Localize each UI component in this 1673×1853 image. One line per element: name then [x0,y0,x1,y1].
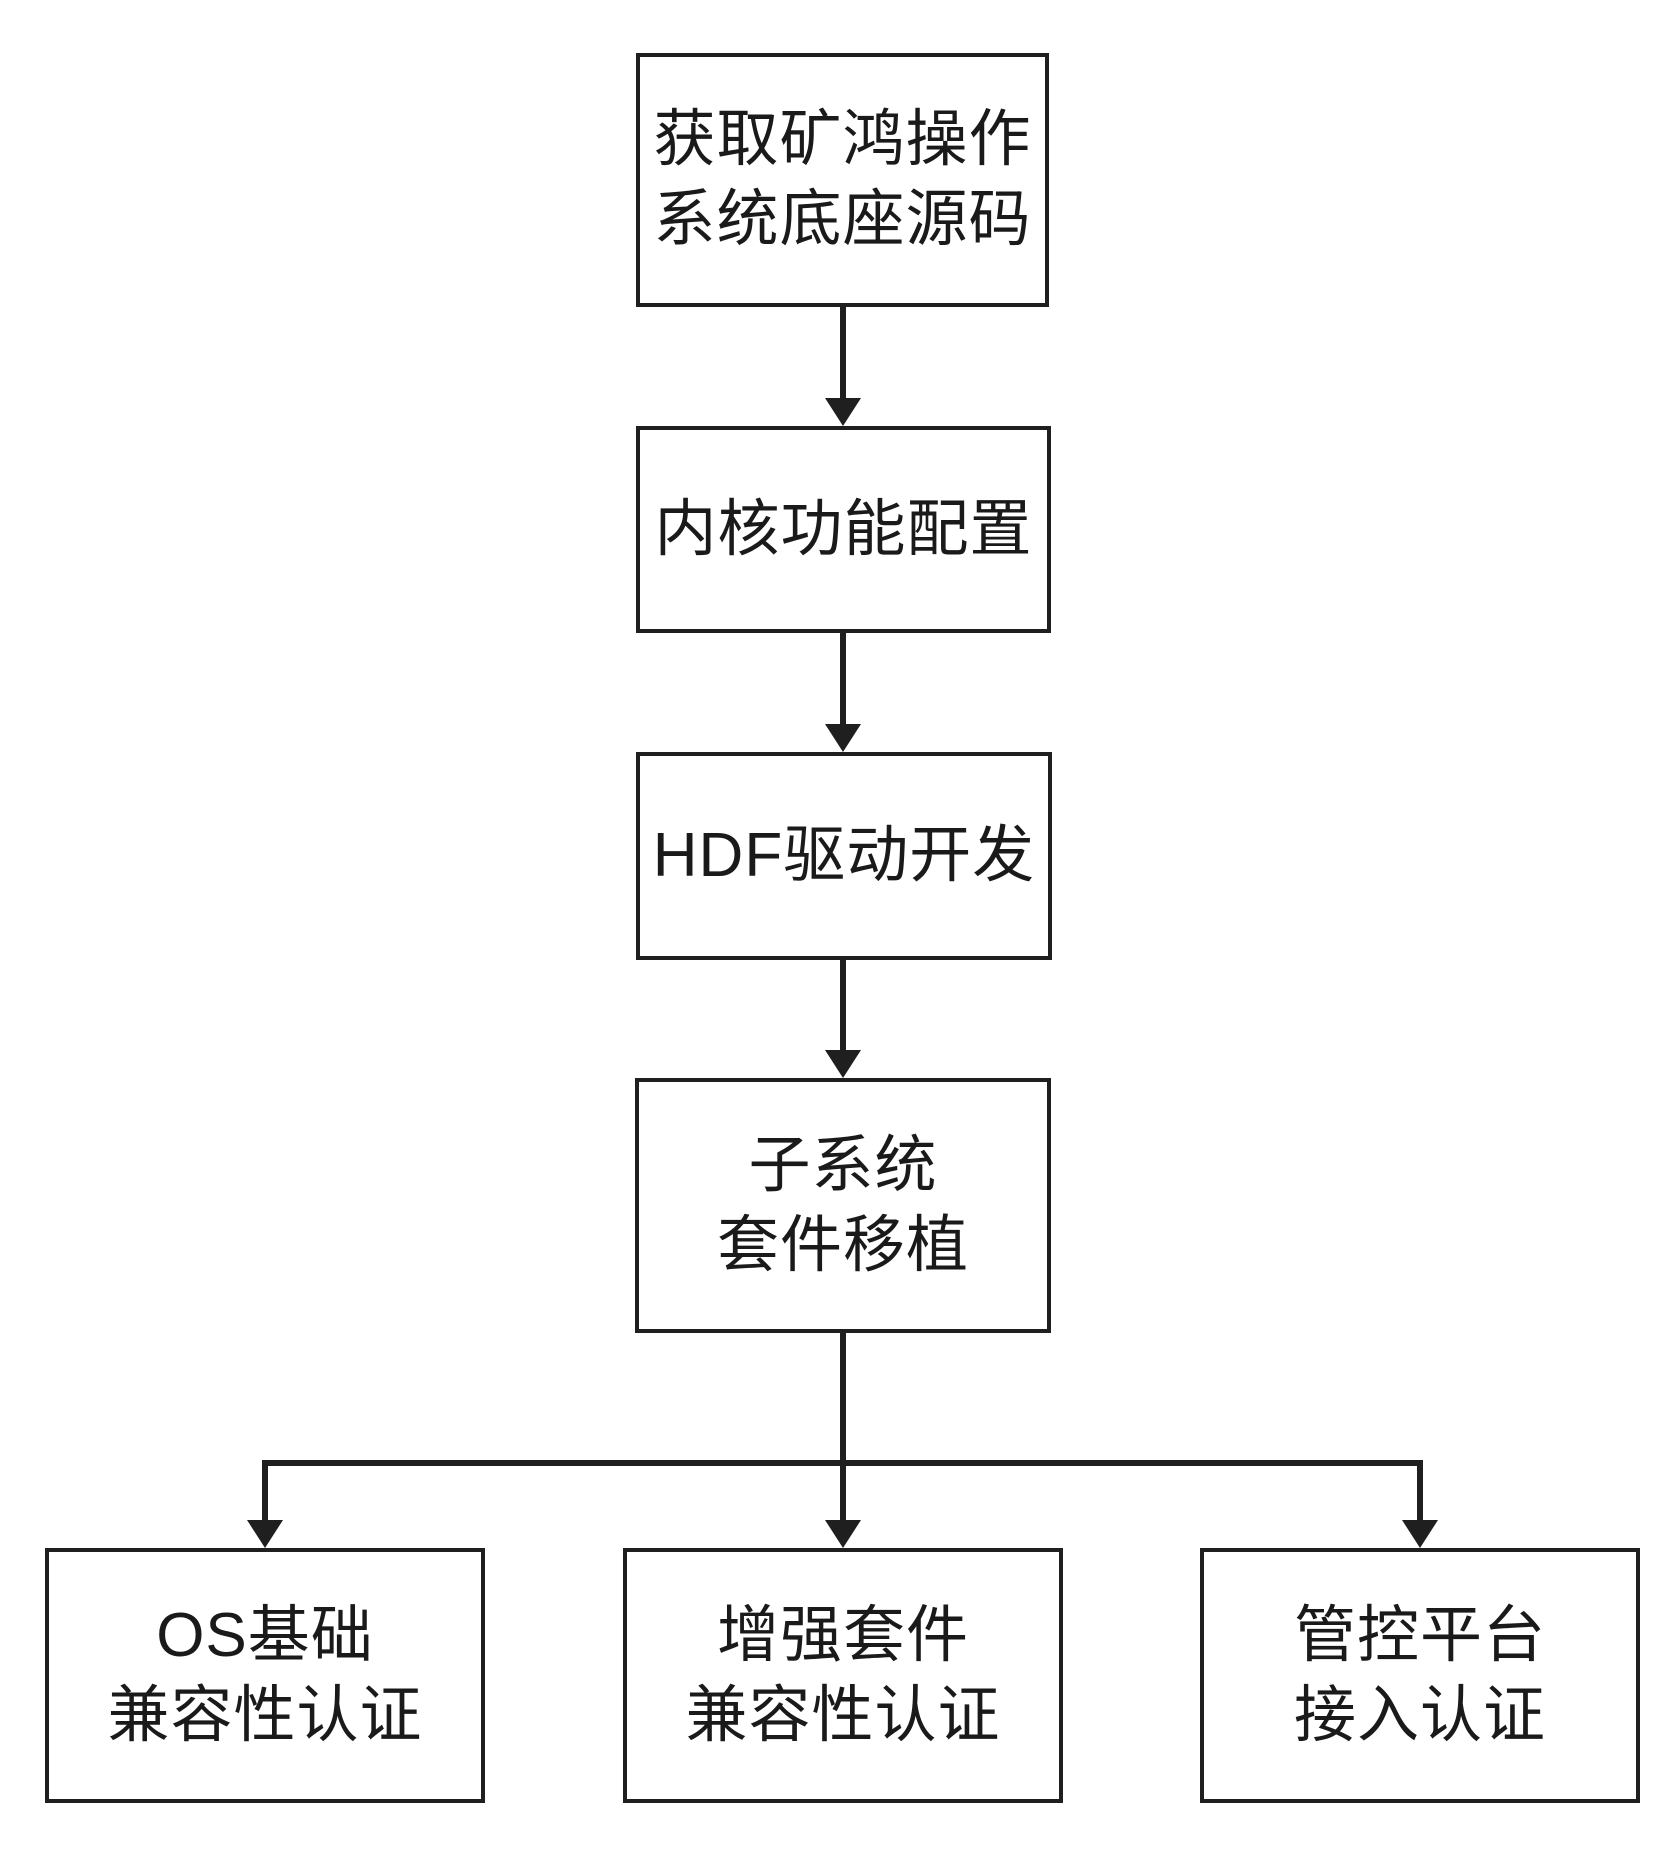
arrow-subsystem-to-suitecert-line [840,1333,846,1522]
arrow-branch-to-platform-line [1417,1460,1423,1522]
arrow-hdf-to-subsystem-line [840,960,846,1052]
node-hdf-driver-dev-label: HDF驱动开发 [652,821,1036,890]
branch-rail-line [262,1460,1423,1466]
node-enhanced-suite-cert-label: 增强套件 兼容性认证 [685,1600,1001,1750]
node-os-basic-cert: OS基础 兼容性认证 [45,1548,485,1803]
node-kernel-config-label: 内核功能配置 [654,494,1033,564]
node-acquire-source: 获取矿鸿操作 系统底座源码 [636,53,1049,307]
node-subsystem-port-label: 子系统 套件移植 [716,1130,969,1280]
arrowhead-down-icon [825,1520,861,1548]
arrowhead-down-icon [1402,1520,1438,1548]
node-hdf-driver-dev: HDF驱动开发 [636,752,1052,960]
node-os-basic-cert-label: OS基础 兼容性认证 [107,1600,423,1750]
node-acquire-source-label: 获取矿鸿操作 系统底座源码 [653,105,1032,254]
node-mgmt-platform-cert: 管控平台 接入认证 [1200,1548,1640,1803]
arrow-acquire-to-kernel-line [840,307,846,400]
arrowhead-down-icon [825,398,861,426]
arrow-kernel-to-hdf-line [840,633,846,726]
arrow-branch-to-oscert-line [262,1460,268,1522]
node-mgmt-platform-cert-label: 管控平台 接入认证 [1293,1600,1546,1750]
node-enhanced-suite-cert: 增强套件 兼容性认证 [623,1548,1063,1803]
arrowhead-down-icon [825,724,861,752]
node-kernel-config: 内核功能配置 [636,426,1051,633]
node-subsystem-port: 子系统 套件移植 [635,1078,1051,1333]
arrowhead-down-icon [247,1520,283,1548]
arrowhead-down-icon [825,1050,861,1078]
